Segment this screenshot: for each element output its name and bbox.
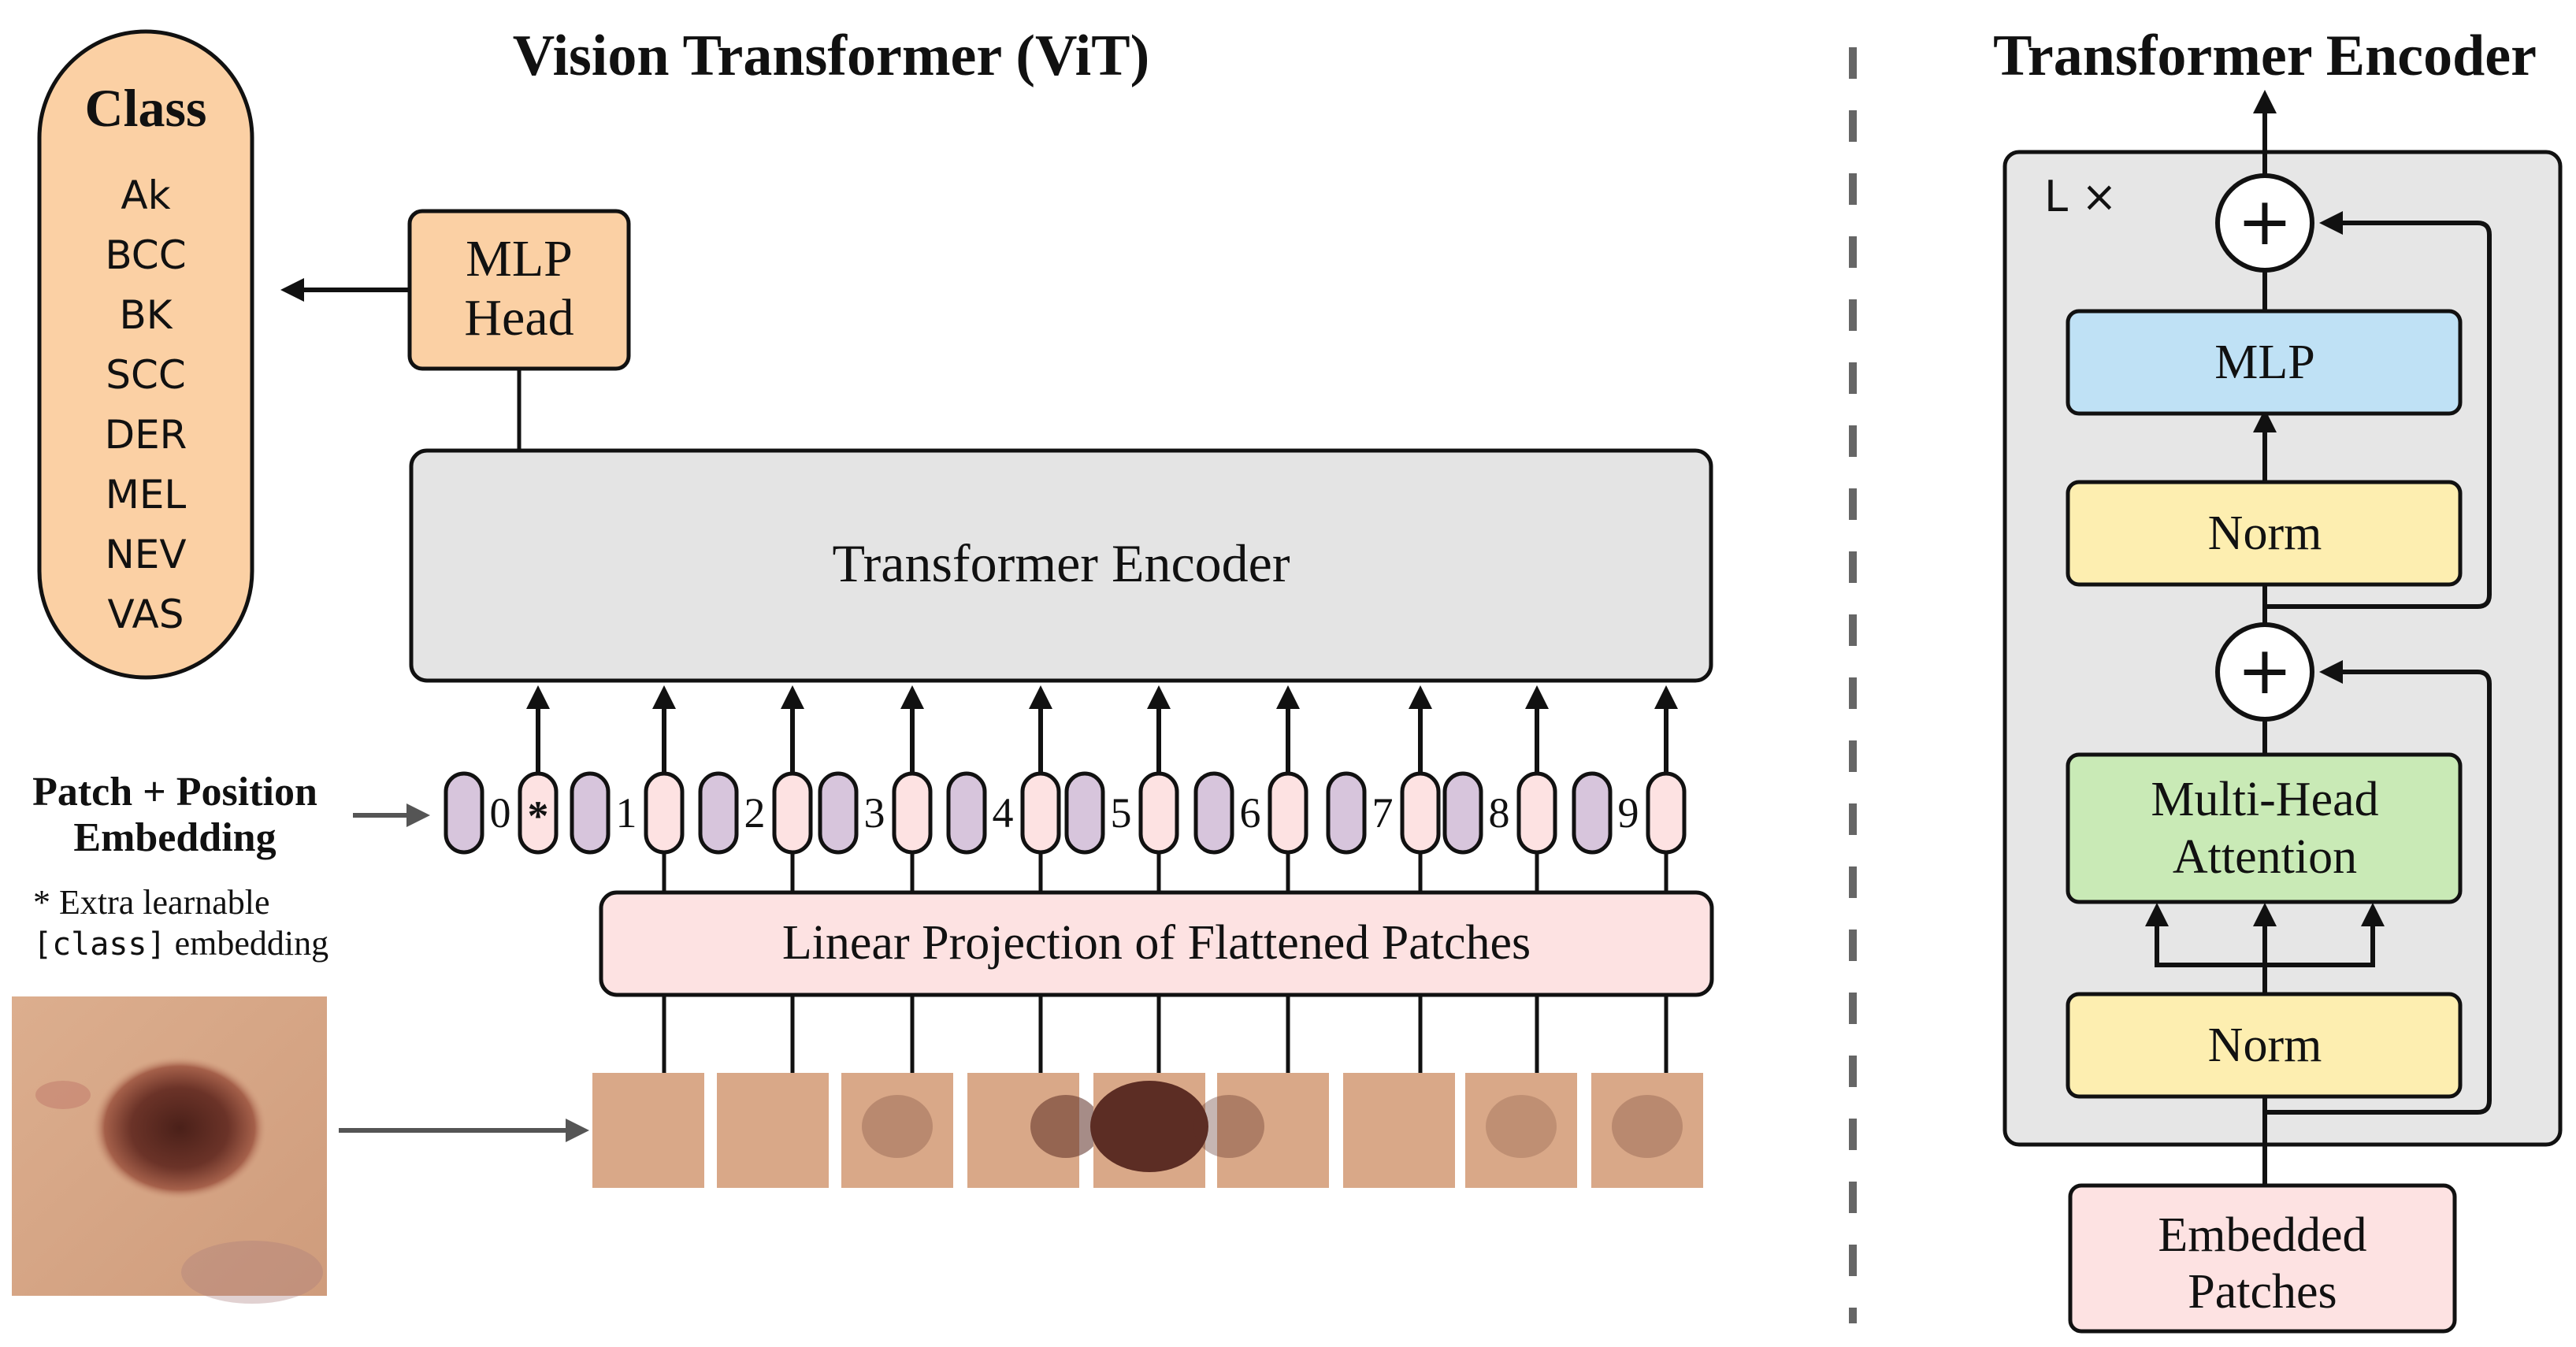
transformer-encoder-label: Transformer Encoder [833,533,1290,593]
linear-projection-box: Linear Projection of Flattened Patches [599,890,1714,997]
class-item-bcc: BCC [105,232,186,278]
image-patch-5 [1090,995,1208,1188]
position-embedding-pill [1193,771,1234,855]
position-index: 2 [744,789,766,837]
position-index: 5 [1111,789,1132,837]
vit-title: Vision Transformer (ViT) [513,24,1149,88]
patch-embedding-pill [1646,771,1687,855]
class-item-nev: NEV [105,532,186,577]
position-index: 4 [993,789,1014,837]
attention-label-1: Multi-Head [2151,773,2378,826]
position-embedding-pill [946,771,987,855]
patch-position-label-1: Patch + Position [32,770,317,815]
position-index: 0 [490,789,511,837]
patch-embedding-pill [1516,771,1557,855]
add-symbol-top: + [2237,183,2292,260]
embedding-token-7: 7 [1326,685,1441,892]
embedding-token-5: 5 [1064,685,1179,892]
skip-connection-top [2265,211,2492,609]
mlp-head-box: MLP Head [407,209,631,371]
extra-note-class-token: [class] [33,926,166,963]
class-title: Class [85,78,207,138]
class-item-vas: VAS [108,592,184,637]
position-embedding-pill [698,771,739,855]
position-embedding-pill [1442,771,1483,855]
mlp-head-line-1: MLP [466,230,573,288]
multi-head-attention-block: Multi-Head Attention [2066,752,2463,904]
patch-position-label-2: Embedding [73,815,276,860]
image-patch-7 [1343,995,1455,1188]
norm-block-top-label: Norm [2208,507,2322,560]
class-item-der: DER [105,412,187,458]
mlp-block-label: MLP [2214,336,2314,389]
norm-block-bottom: Norm [2066,992,2463,1099]
transformer-encoder-box: Transformer Encoder [409,448,1713,683]
position-index: 3 [864,789,885,837]
linear-projection-label: Linear Projection of Flattened Patches [782,916,1531,970]
position-index: 6 [1240,789,1261,837]
embedding-token-6: 6 [1193,685,1308,892]
patch-embedding-pill [1020,771,1061,855]
image-patch-3 [841,995,953,1188]
embedding-token-3: 3 [818,685,933,892]
image-patch-2 [717,995,829,1188]
position-index: 7 [1372,789,1394,837]
position-embedding-pill [444,771,484,855]
image-patch-6 [1193,995,1329,1188]
image-patch-1 [592,995,704,1188]
embedded-label-1: Embedded [2158,1208,2366,1262]
skin-lesion-image [12,996,327,1304]
embedding-token-8: 8 [1442,685,1557,892]
position-index: 9 [1618,789,1639,837]
class-item-scc: SCC [106,352,186,398]
patch-embedding-pill [1138,771,1179,855]
embedding-token-1: 1 [570,685,685,892]
embedding-token-4: 4 [946,685,1061,892]
embedded-patches-block: Embedded Patches [2068,1183,2457,1334]
encoder-detail-title: Transformer Encoder [1993,24,2537,88]
patch-embedding-pill [772,771,813,855]
position-embedding-pill [1572,771,1613,855]
patch-embedding-pill [892,771,933,855]
mlp-block: MLP [2066,309,2463,416]
image-patch-9 [1591,995,1703,1188]
embedded-label-2: Patches [2188,1265,2337,1319]
extra-note-line-2: [class] embedding [33,924,328,963]
attention-label-2: Attention [2173,830,2357,884]
embedding-token-2: 2 [698,685,813,892]
add-circle-top: + [2215,173,2314,273]
patch-embedding-pill [1400,771,1441,855]
skip-connection-bottom [2265,660,2492,1115]
add-symbol-bottom: + [2237,632,2292,709]
position-embedding-pill [818,771,859,855]
patch-embedding-pill [644,771,685,855]
norm-block-bottom-label: Norm [2208,1019,2322,1072]
embedding-token-9: 9 [1572,685,1687,892]
norm-block-top: Norm [2066,480,2463,587]
position-embedding-pill [1326,771,1367,855]
position-embedding-pill [570,771,611,855]
class-item-ak: Ak [121,173,170,218]
class-item-mel: MEL [106,472,187,518]
position-embedding-pill [1064,771,1105,855]
repeat-label: L × [2044,172,2118,221]
extra-note-embedding: embedding [166,924,329,963]
encoder-detail-panel: L × + + MLP N [2003,90,2563,1186]
add-circle-bottom: + [2215,622,2314,722]
embedding-token-0: 0* [444,685,559,855]
class-item-bk: BK [119,292,173,338]
class-token-mark: * [528,792,549,840]
position-index: 8 [1489,789,1510,837]
extra-note-line-1: * Extra learnable [33,883,270,922]
image-patch-8 [1465,995,1577,1188]
position-index: 1 [616,789,637,837]
patch-embedding-pill [1268,771,1308,855]
image-patch-4 [967,995,1101,1188]
mlp-head-line-2: Head [464,289,573,347]
